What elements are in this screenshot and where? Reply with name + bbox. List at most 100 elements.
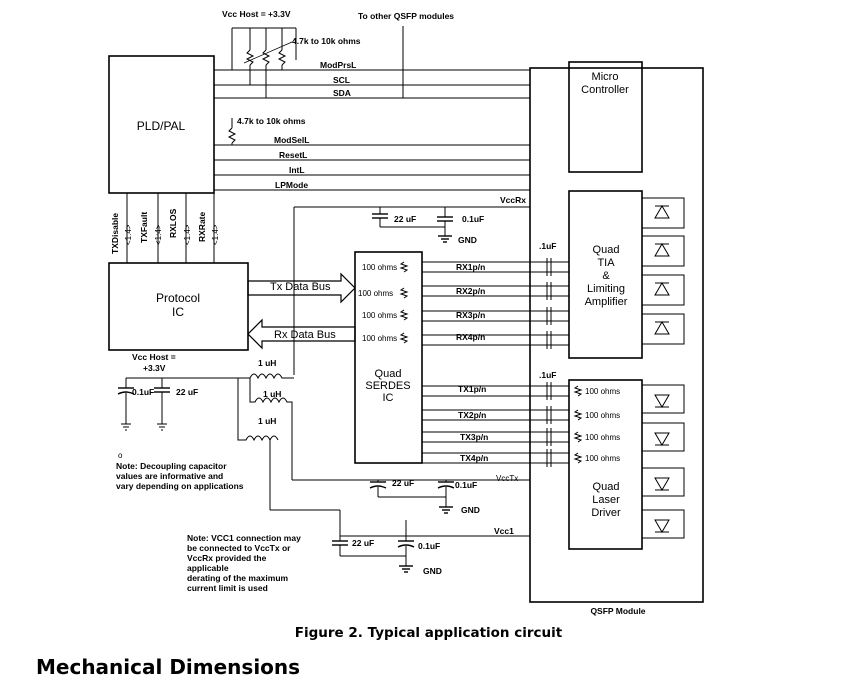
rx-line-2-res: 100 ohms <box>358 289 393 298</box>
cap-22uf-rx-label: 22 uF <box>394 214 416 224</box>
pullup-resistor-4 <box>227 127 237 144</box>
rx-data-bus-label: Rx Data Bus <box>274 329 336 341</box>
rxrate-label: RXRate <box>197 211 207 242</box>
tx-line-1-res: 100 ohms <box>585 387 620 396</box>
vcc-host-left-label: Vcc Host = <box>132 352 176 362</box>
inductor-1-icon <box>249 373 294 380</box>
serdes-label-3: IC <box>383 392 394 404</box>
cap-22uf-left-label: 22 uF <box>176 387 198 397</box>
rxrate-bus-label: <1:4> <box>211 224 220 245</box>
qsfp-module-label: QSFP Module <box>590 606 645 616</box>
lpmode-label: LPMode <box>275 180 308 190</box>
gnd-tx-label: GND <box>461 505 480 515</box>
pullup-resistor-2 <box>261 49 271 66</box>
note-vcc1-line-5: derating of the maximum <box>187 573 289 583</box>
inductor-2-icon <box>249 378 293 480</box>
tx-line-3: TX3p/n 100 ohms <box>422 428 620 446</box>
rx-line-1-res: 100 ohms <box>362 263 397 272</box>
photodiode-2-icon <box>641 235 685 267</box>
photodiode-4-icon <box>641 313 685 345</box>
tx-line-2-res: 100 ohms <box>585 411 620 420</box>
gnd-rx-label: GND <box>458 235 477 245</box>
laser-driver-block <box>568 379 643 550</box>
micro-controller-block <box>568 61 643 173</box>
note-decoupling-line-3: vary depending on applications <box>116 481 244 491</box>
sda-label: SDA <box>333 88 351 98</box>
txfault-label: TXFault <box>139 212 149 243</box>
note-vcc1-line-6: current limit is used <box>187 583 268 593</box>
tia-label-2: TIA <box>597 257 615 269</box>
tx-data-bus-label: Tx Data Bus <box>270 281 331 293</box>
note-mark: o <box>118 451 123 460</box>
rx-line-1: 100 ohms RX1p/n <box>362 258 569 276</box>
txdisable-bus-label: <1:4> <box>124 224 133 245</box>
pullup-resistor-3 <box>277 49 287 66</box>
rx-line-2: 100 ohms RX2p/n <box>358 282 569 300</box>
laser-diode-2-icon <box>641 422 685 452</box>
tia-label-5: Amplifier <box>585 296 628 308</box>
tia-label-4: Limiting <box>587 283 625 295</box>
laser-label-2: Laser <box>592 494 620 506</box>
pld-pal-block <box>108 55 215 194</box>
inductor-1-label: 1 uH <box>258 358 276 368</box>
pullup-res-label-1: 4.7k to 10k ohms <box>292 36 361 46</box>
tx-data-bus-arrow <box>247 272 356 304</box>
txfault-bus-label: <1:4> <box>154 224 163 245</box>
note-vcc1-line-4: applicable <box>187 563 229 573</box>
cap-01uf-left-label: 0.1uF <box>132 387 154 397</box>
to-other-modules-label: To other QSFP modules <box>358 11 454 21</box>
laser-label-3: Driver <box>591 507 621 519</box>
tx-ac-cap-label: .1uF <box>539 370 556 380</box>
rxlos-bus-label: <1:4> <box>183 224 192 245</box>
tx-line-2-name: TX2p/n <box>458 410 486 420</box>
micro-label-1: Micro <box>592 71 619 83</box>
tx-line-4: TX4p/n 100 ohms <box>422 449 620 467</box>
rx-ac-cap-label: .1uF <box>539 241 556 251</box>
protocol-ic-block <box>108 262 249 351</box>
vcc-host-top-label: Vcc Host = +3.3V <box>222 9 291 19</box>
inductor-3-icon <box>237 378 279 442</box>
section-heading: Mechanical Dimensions <box>36 655 301 679</box>
scl-label: SCL <box>333 75 350 85</box>
application-circuit-diagram: PLD/PAL Protocol IC Quad SERDES IC QSFP … <box>108 9 704 616</box>
rx-data-bus-arrow <box>247 318 356 350</box>
cap-22uf-vcc1-label: 22 uF <box>352 538 374 548</box>
tx-line-3-name: TX3p/n <box>460 432 488 442</box>
cap-01uf-rx-label: 0.1uF <box>462 214 484 224</box>
note-vcc1-line-3: VccRx provided the <box>187 553 267 563</box>
tx-line-2: TX2p/n 100 ohms <box>422 406 620 424</box>
serdes-label-2: SERDES <box>365 380 410 392</box>
cap-01uf-tx-label: 0.1uF <box>455 480 477 490</box>
laser-diode-3-icon <box>641 467 685 497</box>
note-vcc1-line-1: Note: VCC1 connection may <box>187 533 301 543</box>
photodiode-3-icon <box>641 274 685 306</box>
tx-line-3-res: 100 ohms <box>585 433 620 442</box>
protocol-ic-label-1: Protocol <box>156 291 200 305</box>
inductor-2-label: 1 uH <box>263 389 281 399</box>
rx-line-2-name: RX2p/n <box>456 286 485 296</box>
pullup-res-label-2: 4.7k to 10k ohms <box>237 116 306 126</box>
laser-diode-4-icon <box>641 509 685 539</box>
vcctx-label: VccTx <box>496 474 518 483</box>
tx-line-1: TX1p/n 100 ohms <box>422 382 620 400</box>
rx-line-4-name: RX4p/n <box>456 332 485 342</box>
tia-label-3: & <box>602 270 610 282</box>
rx-line-1-name: RX1p/n <box>456 262 485 272</box>
txdisable-label: TXDisable <box>110 213 120 254</box>
serdes-label-1: Quad <box>375 368 402 380</box>
photodiode-1-icon <box>641 197 685 229</box>
rx-line-3-res: 100 ohms <box>362 311 397 320</box>
figure-caption: Figure 2. Typical application circuit <box>294 625 563 641</box>
rx-line-3-name: RX3p/n <box>456 310 485 320</box>
rxlos-label: RXLOS <box>168 208 178 238</box>
tia-label-1: Quad <box>593 244 620 256</box>
rx-line-4-res: 100 ohms <box>362 334 397 343</box>
tx-line-4-name: TX4p/n <box>460 453 488 463</box>
note-decoupling-line-1: Note: Decoupling capacitor <box>116 461 227 471</box>
vcc1-label: Vcc1 <box>494 526 514 536</box>
serdes-block <box>354 251 423 464</box>
pullup-resistor-1 <box>245 49 255 66</box>
tx-line-4-res: 100 ohms <box>585 454 620 463</box>
intl-label: IntL <box>289 165 305 175</box>
